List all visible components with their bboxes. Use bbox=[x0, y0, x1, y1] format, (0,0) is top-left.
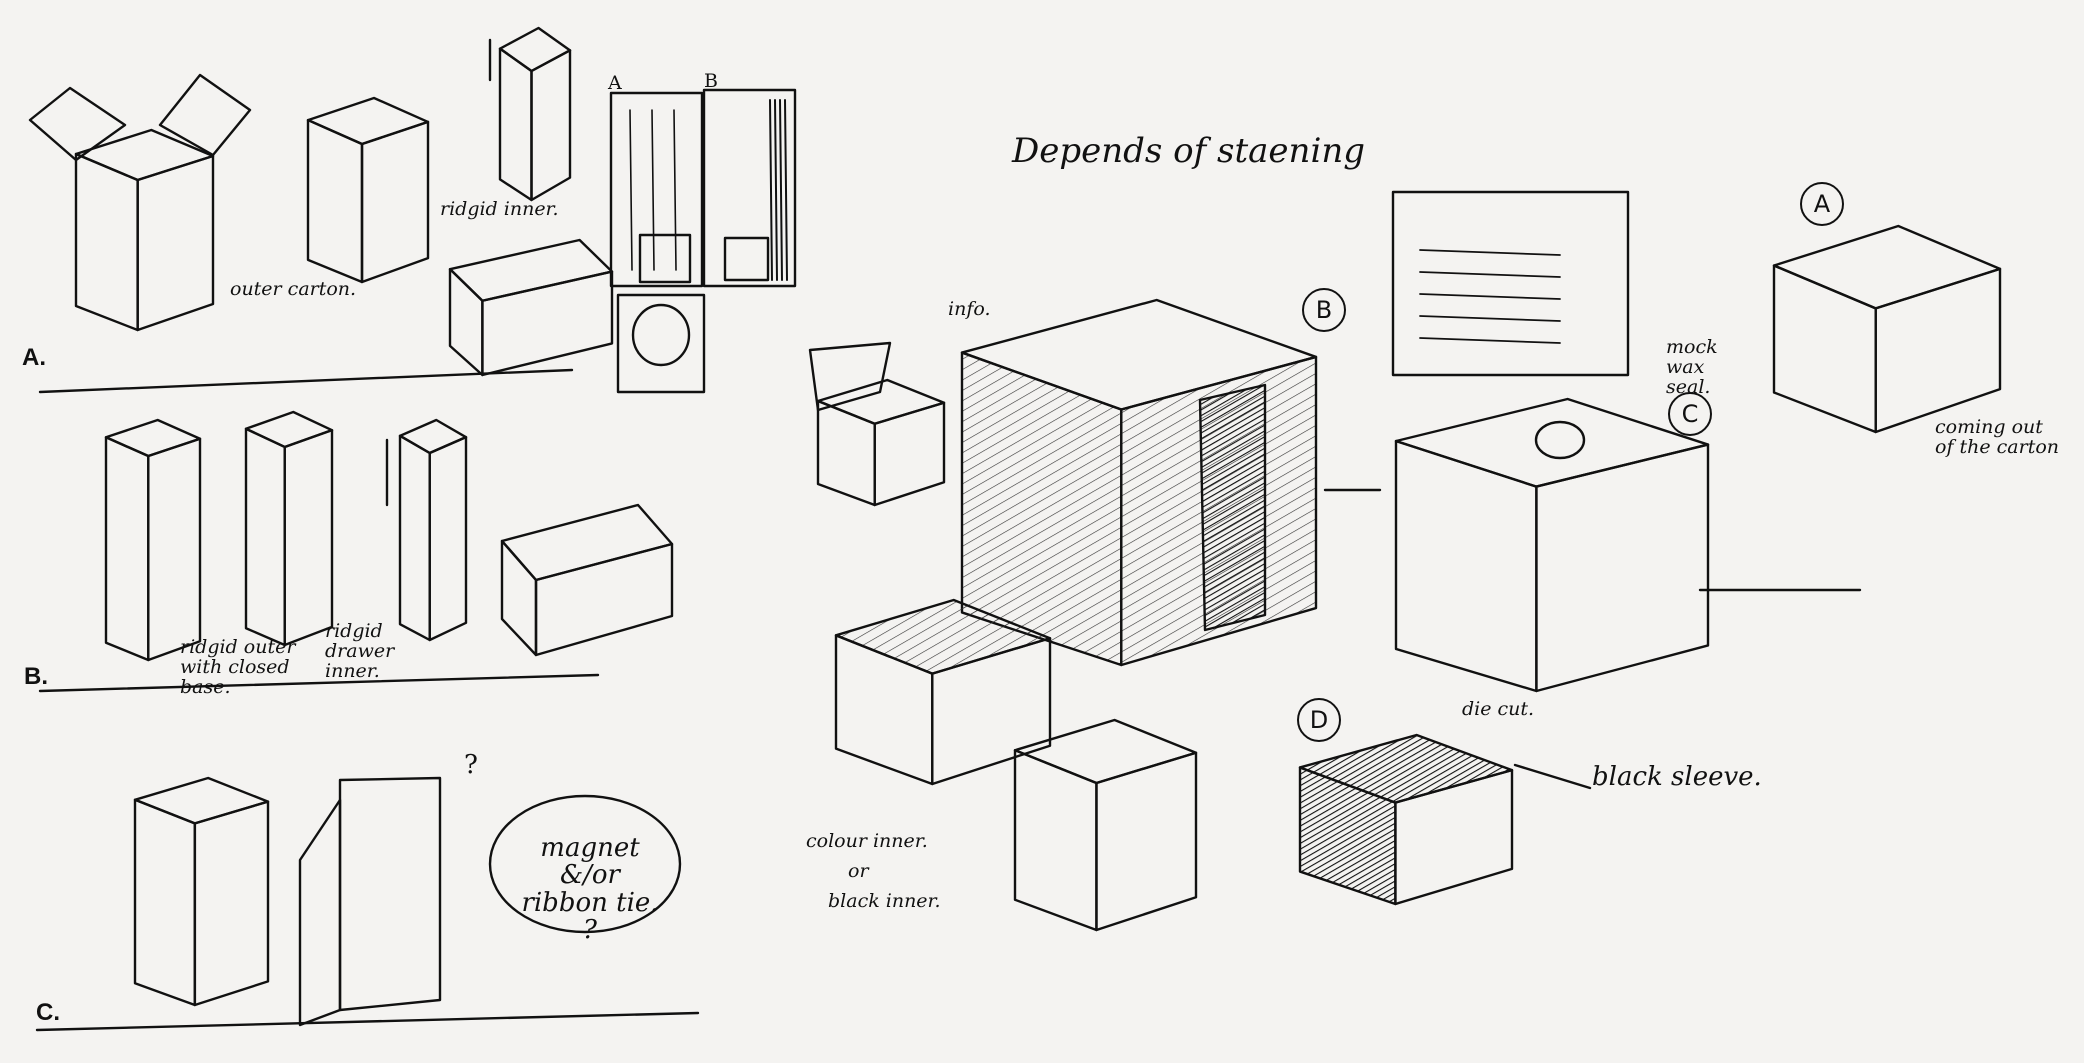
plain-box-top-face bbox=[1013, 718, 1198, 785]
carton-flap-left bbox=[28, 86, 127, 162]
colour-inner-box-top-face bbox=[834, 598, 1052, 675]
panel-a-label: A bbox=[608, 72, 622, 94]
section-b-label: B. bbox=[24, 663, 48, 690]
drawer-open-box-b-left-face bbox=[398, 434, 431, 642]
concept-b-box-top-face bbox=[960, 298, 1318, 411]
drawer-inner-box-b-right-face bbox=[283, 428, 334, 647]
rigid-outer-label: ridgid outer with closed base. bbox=[180, 636, 296, 698]
section-c-label: C. bbox=[36, 999, 60, 1026]
outer-carton-box-left-face bbox=[74, 152, 139, 332]
black-inner-label: black inner. bbox=[828, 890, 941, 912]
note-ellipse bbox=[488, 794, 682, 934]
info-box-right-face bbox=[873, 401, 946, 507]
rigid-outer-box-b-left-face bbox=[104, 436, 150, 662]
section-a-label: A. bbox=[22, 344, 46, 371]
rigid-inner-box-left-face bbox=[306, 118, 364, 284]
drawer-inner-box-b-left-face bbox=[244, 427, 286, 647]
option-d-marker: D bbox=[1297, 698, 1341, 742]
panel-a-stem bbox=[651, 109, 655, 271]
panel-b-block bbox=[723, 236, 770, 282]
info-box-top-face bbox=[816, 378, 946, 425]
or-label: or bbox=[848, 860, 869, 882]
concept-a-box-left-face bbox=[1772, 264, 1877, 434]
colour-inner-label: colour inner. bbox=[806, 830, 928, 852]
panel-a-stem bbox=[629, 109, 633, 271]
long-box-b-top-face bbox=[500, 503, 674, 582]
panel-b bbox=[702, 88, 797, 288]
panel-a-block bbox=[638, 233, 692, 284]
door-panel-c bbox=[338, 776, 442, 1012]
rigid-outer-box-b-right-face bbox=[147, 437, 202, 662]
outer-carton-label: outer carton. bbox=[230, 278, 357, 300]
tall-box-c-left-face bbox=[133, 798, 197, 1007]
seal-card bbox=[616, 293, 706, 394]
sliding-inner-box-left-face bbox=[498, 47, 533, 202]
tall-box-c-top-face bbox=[133, 776, 270, 825]
rigid-inner-label: ridgid inner. bbox=[440, 198, 559, 220]
label-line bbox=[1419, 315, 1561, 322]
section-c-divider bbox=[35, 1011, 700, 1032]
rigid-inner-box-top-face bbox=[306, 96, 430, 146]
die-cut-label: die cut. bbox=[1462, 698, 1535, 720]
framed-label bbox=[1391, 190, 1630, 377]
sliding-inner-box-right-face bbox=[530, 49, 572, 202]
wax-seal-label: mock wax seal. bbox=[1666, 336, 1718, 398]
concept-d-box-top-face bbox=[1298, 733, 1514, 804]
panel-b-stem bbox=[769, 99, 773, 281]
panel-b-stem bbox=[774, 99, 778, 281]
label-line bbox=[1419, 337, 1561, 344]
question-mark: ? bbox=[464, 750, 478, 780]
option-b-marker: B bbox=[1302, 288, 1346, 332]
concept-b-band bbox=[1198, 383, 1267, 632]
sliding-inner-box-top-face bbox=[498, 26, 572, 73]
drawer-inner-label: ridgid drawer inner. bbox=[325, 620, 395, 682]
info-label: info. bbox=[948, 298, 991, 320]
label-line bbox=[1419, 271, 1561, 278]
lying-drawer-box-top-face bbox=[448, 238, 614, 302]
section-a-divider bbox=[38, 368, 574, 394]
wax-seal-icon bbox=[1534, 420, 1586, 460]
drawer-inner-box-b-top-face bbox=[244, 410, 334, 449]
black-sleeve-label: black sleeve. bbox=[1592, 762, 1762, 792]
carton-flap-right bbox=[158, 73, 252, 157]
section-b-divider bbox=[38, 673, 600, 693]
tall-box-c-right-face bbox=[193, 800, 270, 1007]
panel-a bbox=[609, 91, 704, 288]
heading: Depends of staening bbox=[1012, 131, 1365, 171]
outer-carton-box-right-face bbox=[136, 154, 215, 332]
seal-circle bbox=[631, 303, 691, 367]
label-line bbox=[1419, 249, 1561, 256]
concept-c-box-top-face bbox=[1394, 397, 1710, 488]
info-box-lid bbox=[808, 341, 892, 412]
drawer-open-box-b-top-face bbox=[398, 418, 468, 455]
option-a-marker: A bbox=[1800, 182, 1844, 226]
drawer-open-box-b-right-face bbox=[428, 435, 468, 642]
long-box-b-left-face bbox=[500, 539, 538, 657]
option-c-marker: C bbox=[1668, 392, 1712, 436]
coming-out-label: coming out of the carton bbox=[1935, 416, 2060, 458]
info-box-left-face bbox=[816, 399, 876, 507]
panel-a-stem bbox=[673, 109, 677, 271]
door-flap-c bbox=[298, 798, 342, 1027]
sleeve-arrow bbox=[1513, 763, 1592, 790]
panel-b-stem bbox=[779, 99, 783, 281]
concept-a-box-right-face bbox=[1874, 267, 2002, 434]
rigid-inner-box-right-face bbox=[360, 120, 430, 284]
long-box-b-right-face bbox=[534, 542, 674, 657]
label-line bbox=[1419, 293, 1561, 300]
magnet-note: magnet &/or ribbon tie. ? bbox=[521, 833, 659, 945]
concept-a-box-top-face bbox=[1772, 224, 2002, 310]
rigid-outer-box-b-top-face bbox=[104, 418, 202, 458]
outer-carton-box-top-face bbox=[74, 128, 215, 182]
panel-b-label: B bbox=[704, 70, 718, 92]
panel-b-stem bbox=[784, 99, 788, 281]
